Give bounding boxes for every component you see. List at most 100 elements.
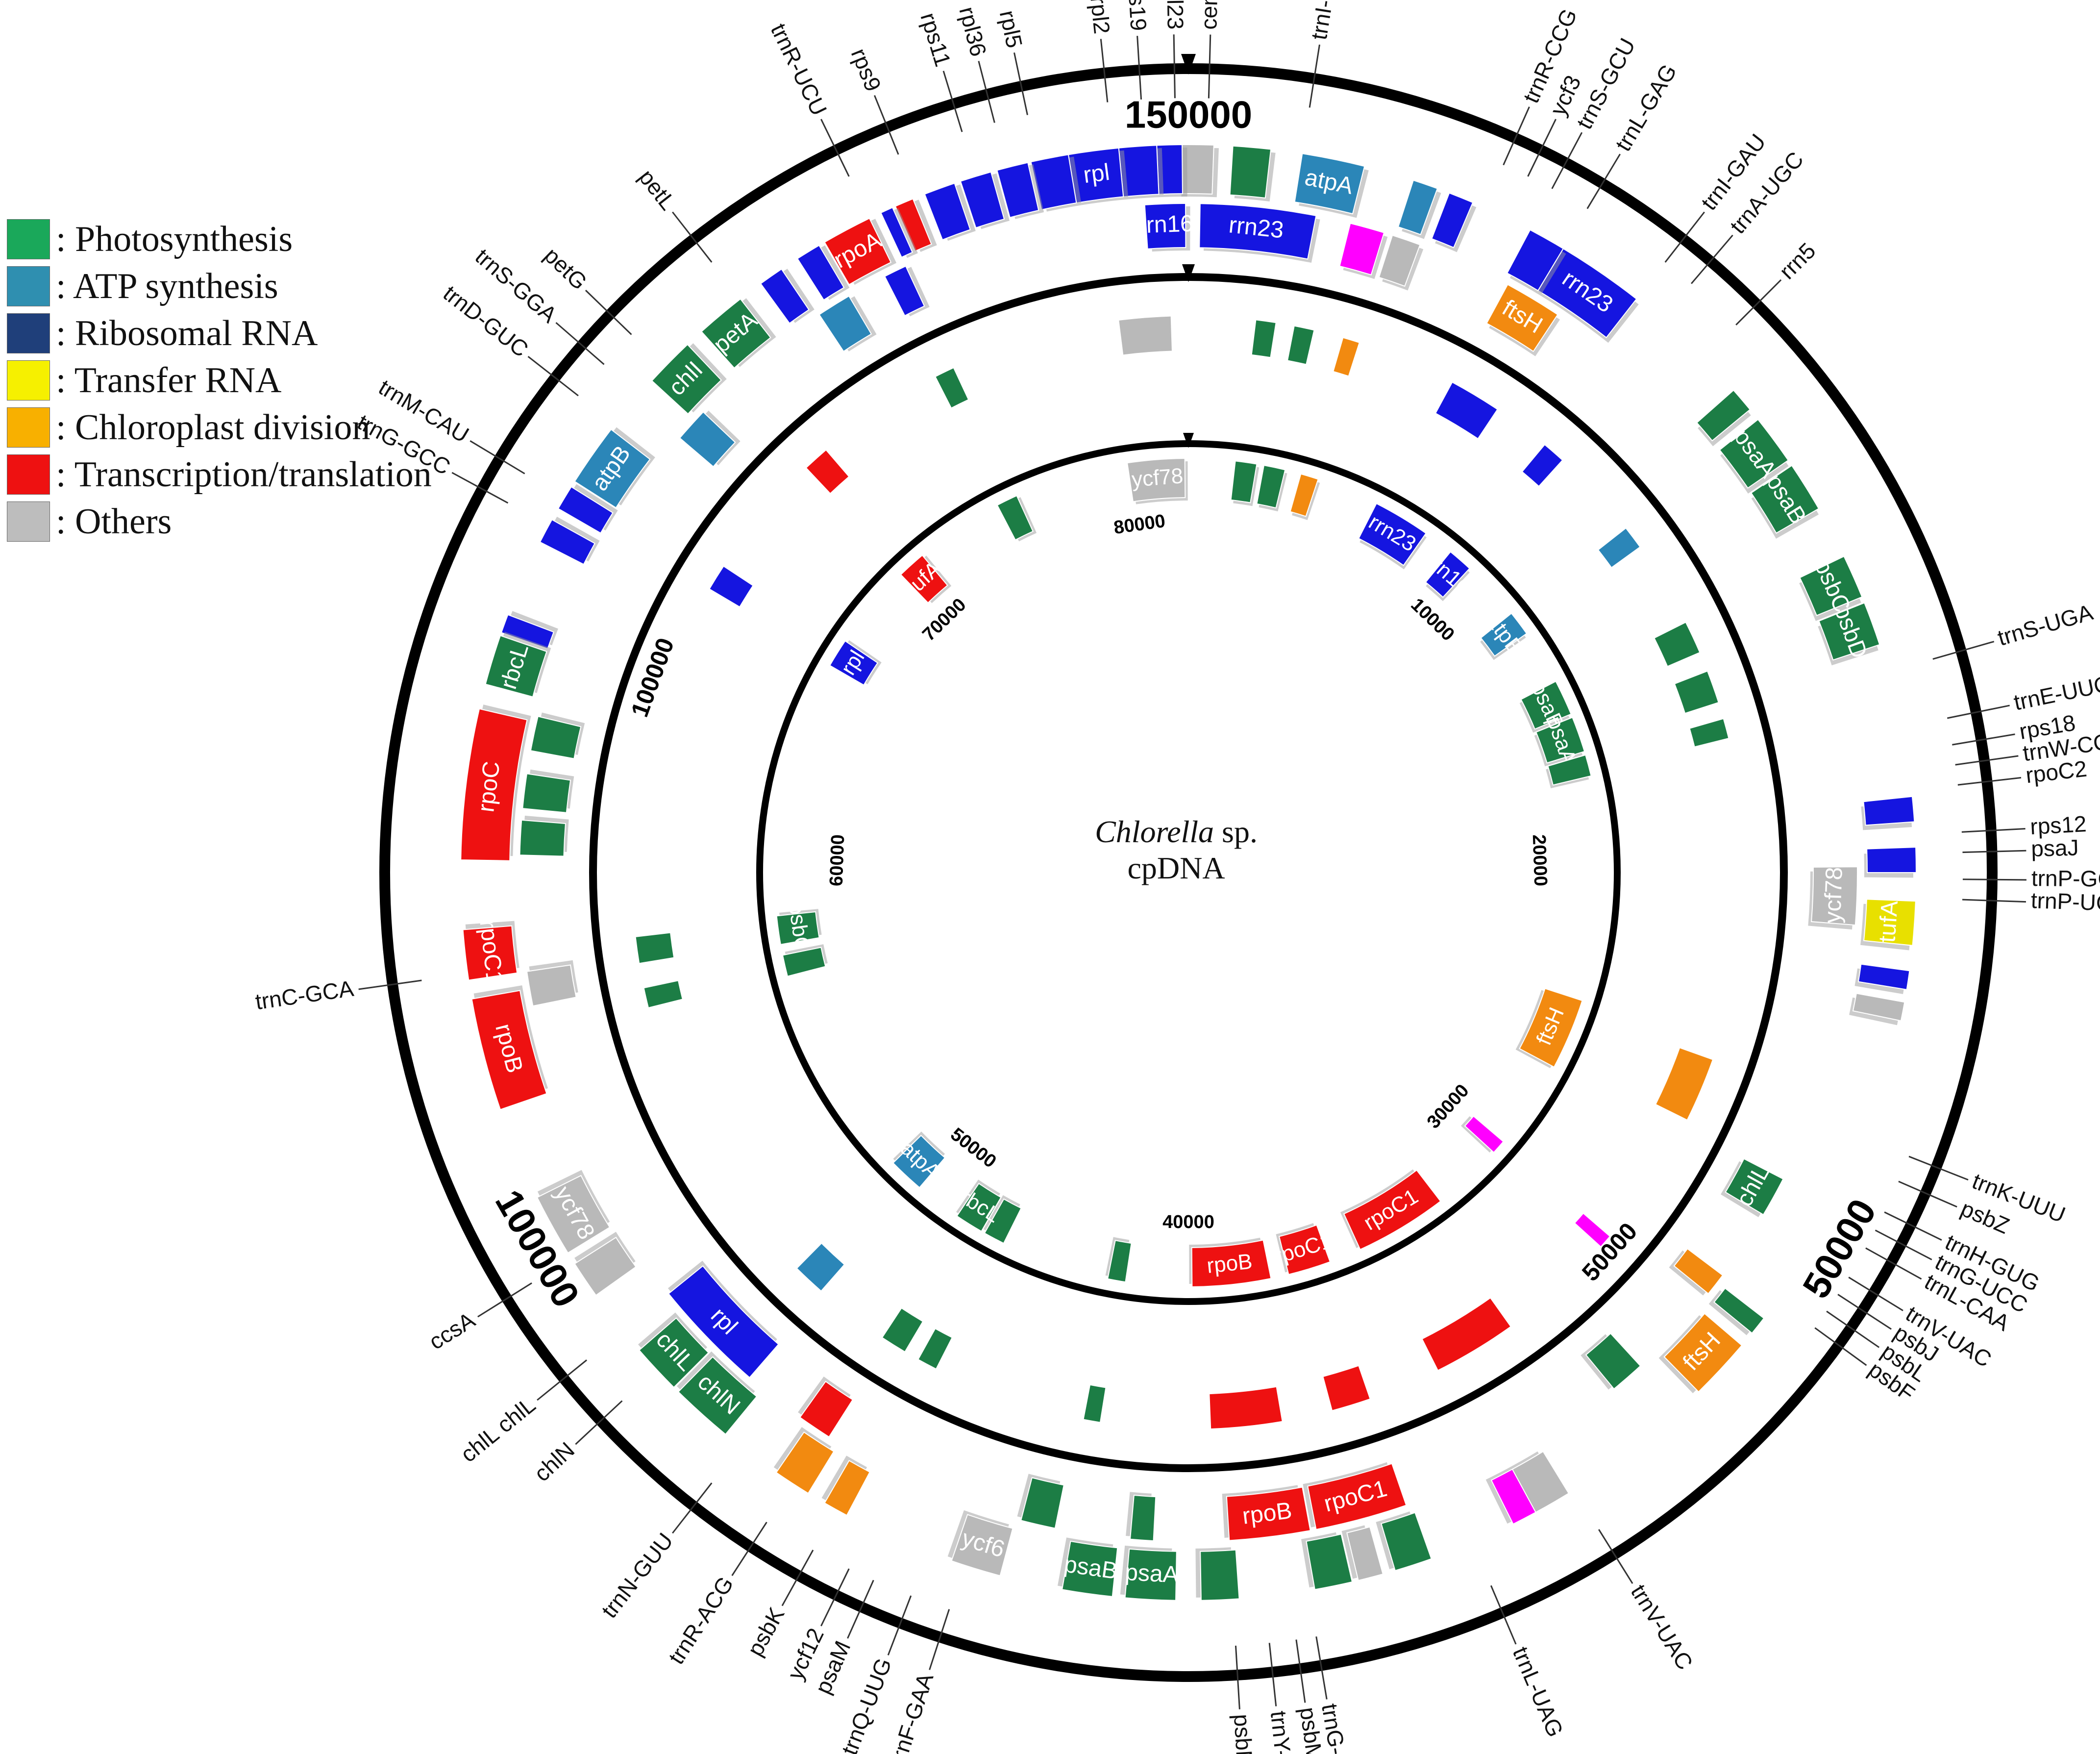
gene-block-rps4 [884, 265, 925, 317]
outer-gene-label: rps11 [915, 10, 956, 70]
gene-block-rpl36 [880, 207, 913, 258]
legend-item: : Transcription/translation [7, 451, 432, 498]
label-leader [1848, 1277, 1903, 1311]
label-leader [555, 322, 605, 365]
label-leader [731, 1522, 767, 1576]
label-leader [1875, 1229, 1932, 1260]
origin-arrow [1182, 264, 1195, 282]
gene-block-psbA [1229, 145, 1272, 199]
gene-block-atpA [1294, 153, 1365, 215]
gene-block-psaA [984, 1198, 1022, 1244]
label-leader [1235, 1645, 1240, 1709]
label-leader [1932, 641, 1995, 660]
outer-gene-label: rpl2 [1086, 0, 1115, 35]
gene-block-psaA2 [1719, 419, 1789, 489]
tick-label: 40000 [1162, 1212, 1214, 1232]
gene-block-rpoC1 [1278, 1224, 1331, 1276]
middle-inner-gene-chlL [1252, 320, 1276, 357]
outer-gene-label: trnR-UCU [766, 20, 832, 120]
gene-block-minD [775, 1431, 835, 1494]
gene-block-psaB [1061, 1540, 1118, 1597]
legend-item: : Others [7, 498, 432, 545]
gene-block-rps4 [539, 519, 596, 565]
gene-block-label: rpoC [473, 760, 505, 814]
outer-gene-label: trnF-GAA [885, 1670, 939, 1754]
gene-block-psaI [1339, 223, 1385, 276]
gene-block-rpoB [471, 990, 547, 1110]
legend-label: : ATP synthesis [56, 266, 278, 306]
label-leader [575, 1400, 623, 1445]
gene-block-chlN [677, 1356, 758, 1435]
middle-inner-gene-psaB [1655, 623, 1700, 666]
legend-swatch [7, 313, 50, 353]
gene-block-petB [1129, 1495, 1157, 1542]
middle-inner-gene-chlB [1690, 719, 1729, 747]
gene-block-rpoA [824, 217, 892, 285]
gene-block-psbT [996, 495, 1034, 541]
outer-gene-label: rpl5 [995, 8, 1028, 50]
gene-block-rpoC2 [460, 708, 528, 861]
label-leader [1208, 34, 1211, 99]
label-leader [1814, 1327, 1867, 1366]
label-leader [1961, 828, 2026, 833]
gene-block-psbD [530, 716, 582, 759]
label-leader [537, 1359, 588, 1401]
outer-gene-label: trnS-UGA [1995, 599, 2096, 651]
label-leader [1490, 1585, 1517, 1645]
label-leader [1735, 279, 1782, 326]
label-leader [1664, 211, 1705, 263]
tick-label: 20000 [1529, 834, 1551, 886]
middle-inner-gene-tufA [807, 451, 848, 493]
label-leader [1527, 119, 1556, 177]
legend-item: : Chloroplast division [7, 404, 432, 451]
label-leader [1826, 1310, 1880, 1348]
gene-block-rrn23 [1537, 248, 1637, 339]
gene-block-rps18 [1866, 847, 1917, 873]
label-leader [1551, 132, 1583, 189]
outer-gene-label: trnL-UAG [1508, 1643, 1569, 1741]
origin-arrow [1181, 54, 1196, 75]
tick-label: 10000 [1407, 594, 1458, 645]
gene-block-tufA [1863, 899, 1916, 946]
label-leader [1908, 1155, 1969, 1181]
label-leader [527, 356, 579, 397]
outer-gene-label: rps19 [1123, 0, 1152, 32]
gene-block-label: rpoB [1206, 1250, 1254, 1278]
outer-gene-label: rps12 [2029, 811, 2087, 839]
gene-block-psaA [1124, 1548, 1177, 1601]
outer-gene-label: trnP-GGG [2031, 865, 2100, 892]
label-leader [1690, 234, 1733, 284]
gene-block-atpA [679, 411, 736, 468]
gene-block-chlL [638, 1317, 710, 1388]
legend-swatch [7, 454, 50, 495]
gene-block-atpE [557, 486, 614, 534]
legend-item: : Photosynthesis [7, 216, 432, 263]
label-leader [781, 1550, 814, 1606]
gene-block-ftsH [1519, 988, 1583, 1068]
gene-block-rbcL [956, 1182, 1002, 1232]
middle-inner-gene-psbD [644, 981, 682, 1007]
legend-item: : Transfer RNA [7, 357, 432, 404]
label-leader [1898, 1180, 1957, 1208]
gene-block-petB [1381, 1512, 1432, 1572]
gene-block-rpl20 [1863, 796, 1915, 826]
middle-inner-gene-psbC [636, 933, 674, 963]
label-leader [1173, 34, 1176, 99]
gene-block-atpB [818, 295, 872, 352]
genome-title: Chlorella sp. cpDNA [1083, 814, 1269, 886]
label-leader [887, 1595, 912, 1655]
gene-block-label: ycf78 [1820, 867, 1848, 924]
middle-inner-gene-psaA [1675, 672, 1718, 713]
outer-gene-label: chlN [529, 1437, 579, 1486]
outer-gene-label: rrn5 [1774, 238, 1821, 284]
gene-block-chlN [1256, 464, 1286, 509]
label-leader [477, 1282, 532, 1318]
gene-block-rrn16 [1506, 229, 1564, 292]
gene-block-rrn16 [1144, 203, 1186, 250]
legend-label: : Ribosomal RNA [56, 313, 318, 353]
label-leader [1962, 878, 2026, 881]
outer-gene-track: rplrpoApetAchlIatpBrbcLrpoCrpoC1rpoBycf7… [460, 144, 1917, 1601]
gene-block-psbD [782, 947, 826, 977]
outer-gene-label: chlL chlL [456, 1392, 541, 1467]
